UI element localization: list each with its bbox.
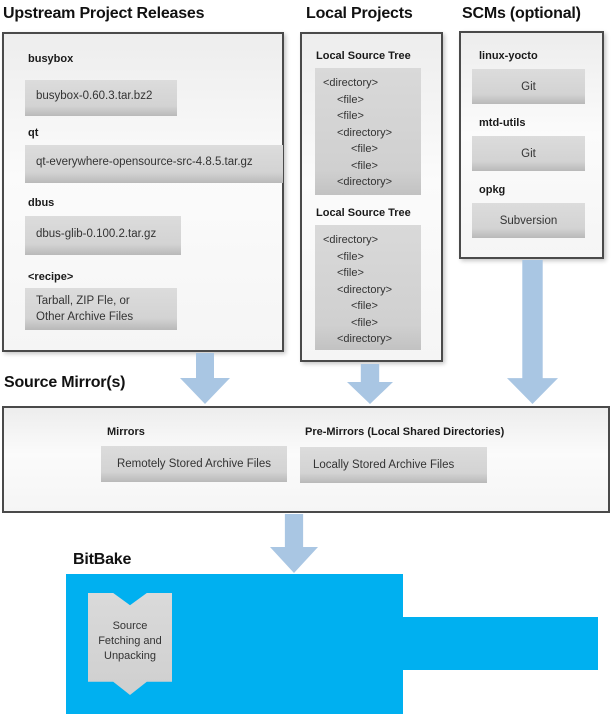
upstream-item-label: qt	[28, 127, 39, 139]
upstream-item-file: dbus-glib-0.100.2.tar.gz	[25, 216, 181, 255]
tree-line: <file>	[351, 300, 378, 312]
upstream-item-file: qt-everywhere-opensource-src-4.8.5.tar.g…	[25, 145, 283, 183]
scm-item-tool: Git	[472, 136, 585, 171]
scms-heading: SCMs (optional)	[462, 5, 581, 22]
tree-line: <file>	[351, 316, 378, 329]
arrow-mirrors-to-bitbake	[270, 514, 318, 573]
tree-line: <file>	[337, 110, 364, 122]
tree-line: <file>	[337, 93, 364, 106]
source-mirrors-heading: Source Mirror(s)	[4, 374, 126, 391]
scm-item-label: mtd-utils	[479, 117, 526, 129]
tree-line: <file>	[351, 143, 378, 155]
upstream-releases-heading: Upstream Project Releases	[3, 5, 205, 22]
upstream-item-label: busybox	[28, 53, 74, 65]
scm-item-label: linux-yocto	[479, 50, 538, 62]
scms-box: linux-yocto Git mtd-utils Git opkg Subve…	[459, 31, 604, 259]
bitbake-output-bar	[403, 617, 598, 670]
local-projects-heading: Local Projects	[306, 5, 413, 22]
local-source-tree-label: Local Source Tree	[316, 207, 411, 219]
local-source-tree-label: Local Source Tree	[316, 50, 411, 62]
arrow-scms-to-mirrors	[507, 260, 558, 404]
premirrors-archive-box: Locally Stored Archive Files	[300, 447, 487, 483]
upstream-item-file: busybox-0.60.3.tar.bz2	[25, 80, 177, 116]
tree-line: <directory>	[323, 77, 379, 89]
tree-line: <file>	[351, 159, 378, 172]
upstream-releases-box: busybox busybox-0.60.3.tar.bz2 qt qt-eve…	[2, 32, 284, 352]
local-source-tree: <directory> <file> <file> <directory> <f…	[315, 68, 421, 195]
upstream-item-label: <recipe>	[28, 271, 74, 283]
mirrors-archive-box: Remotely Stored Archive Files	[101, 446, 287, 482]
tree-line: <directory>	[337, 283, 393, 296]
tree-line: <directory>	[337, 176, 393, 188]
mirrors-label: Mirrors	[107, 426, 145, 438]
arrow-local-to-mirrors	[347, 364, 393, 404]
tree-line: <file>	[337, 250, 364, 263]
source-mirrors-box: Mirrors Remotely Stored Archive Files Pr…	[2, 406, 610, 513]
local-source-tree: <directory> <file> <file> <directory> <f…	[315, 225, 421, 350]
scm-item-tool: Git	[472, 69, 585, 104]
bitbake-block: Source Fetching and Unpacking	[66, 574, 403, 714]
premirrors-label: Pre-Mirrors (Local Shared Directories)	[305, 426, 505, 438]
local-projects-box: Local Source Tree <directory> <file> <fi…	[300, 32, 443, 362]
tree-line: <file>	[337, 267, 364, 279]
upstream-item-label: dbus	[28, 197, 55, 209]
tree-line: <directory>	[337, 126, 393, 139]
arrow-upstream-to-mirrors	[180, 353, 230, 404]
scm-item-label: opkg	[479, 184, 506, 196]
bitbake-heading: BitBake	[73, 551, 132, 568]
source-fetching-step: Source Fetching and Unpacking	[88, 593, 172, 695]
tree-line: <directory>	[323, 234, 379, 246]
tree-line: <directory>	[337, 333, 393, 345]
scm-item-tool: Subversion	[472, 203, 585, 238]
upstream-item-file: Tarball, ZIP Fle, or Other Archive Files	[25, 288, 177, 330]
